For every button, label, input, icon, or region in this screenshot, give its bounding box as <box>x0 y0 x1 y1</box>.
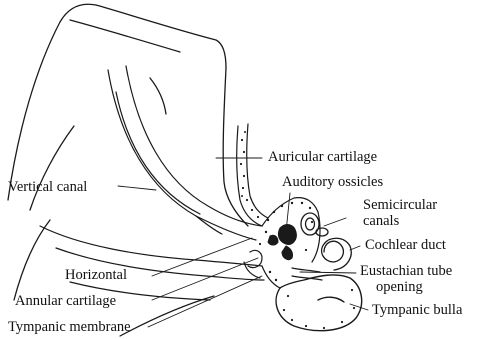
label-eustachian-tube-line1: Eustachian tube <box>360 264 452 279</box>
pinna-outline <box>8 4 248 300</box>
label-vertical-canal: Vertical canal <box>8 180 87 195</box>
label-horizontal: Horizontal <box>65 268 127 283</box>
leader-semicircular-canals <box>324 218 346 226</box>
leader-tympanic-membrane <box>148 276 262 327</box>
leader-vertical-canal <box>118 186 156 190</box>
label-semicircular-canals-line2: canals <box>363 214 399 229</box>
auditory-ossicles-shape <box>268 225 296 260</box>
semicircular-canals-shape <box>301 213 328 236</box>
leader-tympanic-bulla <box>350 304 368 310</box>
tympanic-bulla-stipple <box>283 289 355 329</box>
label-tympanic-membrane: Tympanic membrane <box>8 320 131 335</box>
label-auditory-ossicles: Auditory ossicles <box>282 175 383 190</box>
label-cochlear-duct: Cochlear duct <box>365 238 446 253</box>
leader-eustachian-tube <box>300 272 356 273</box>
label-auricular-cartilage: Auricular cartilage <box>268 150 377 165</box>
cochlea-spiral <box>322 238 352 270</box>
label-semicircular-canals-line1: Semicircular <box>363 198 437 213</box>
auricular-cartilage-stipple <box>240 131 259 218</box>
tympanic-bulla-shape <box>276 275 362 331</box>
label-eustachian-tube-line2: opening <box>376 280 423 295</box>
vertical-canal-walls <box>108 66 262 240</box>
label-annular-cartilage: Annular cartilage <box>15 294 116 309</box>
eustachian-tube-shape <box>292 268 322 280</box>
leader-cochlear-duct <box>350 246 360 250</box>
label-tympanic-bulla: Tympanic bulla <box>372 303 462 318</box>
